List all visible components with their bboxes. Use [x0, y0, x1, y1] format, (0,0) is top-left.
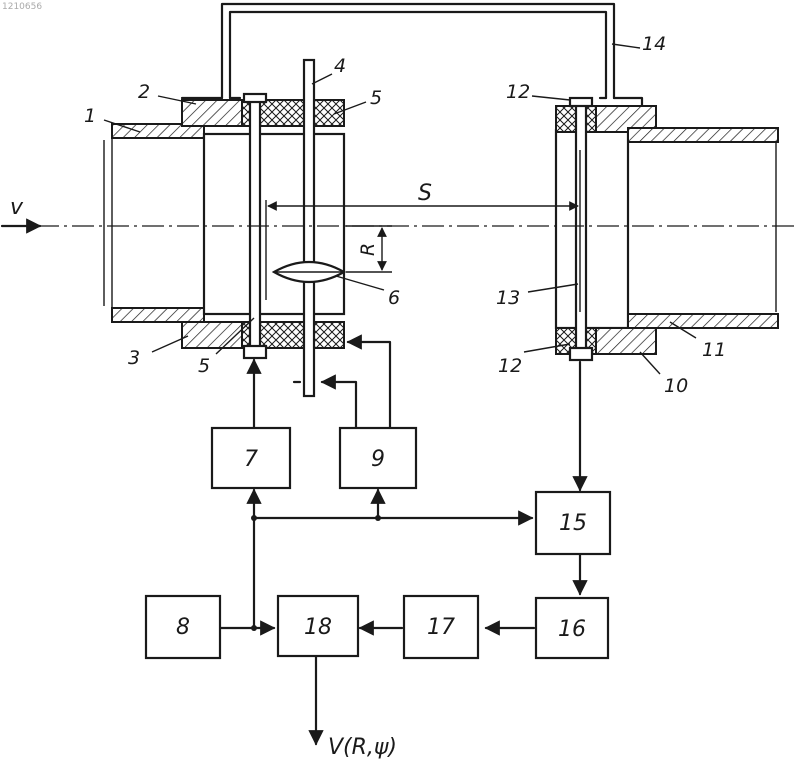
label-10: 10	[664, 375, 688, 397]
block-15: 15	[536, 492, 610, 554]
left-section-housing	[182, 100, 344, 348]
block-8: 8	[146, 596, 220, 658]
label-12-bottom: 12	[498, 355, 522, 377]
label-1: 1	[84, 105, 96, 127]
block-15-label: 15	[559, 511, 587, 536]
block-18-label: 18	[304, 615, 332, 640]
block-16: 16	[536, 598, 608, 658]
block-16-label: 16	[558, 617, 586, 642]
block-9-label: 9	[371, 447, 385, 472]
label-4: 4	[334, 55, 346, 77]
block-18: 18	[278, 596, 358, 656]
inlet-pipe-1	[104, 124, 204, 322]
block-7-label: 7	[244, 447, 258, 472]
label-12-top: 12	[506, 81, 530, 103]
label-3: 3	[128, 347, 140, 369]
radius-symbol: R	[357, 243, 379, 256]
label-14: 14	[642, 33, 666, 55]
block-17: 17	[404, 596, 478, 658]
block-17-label: 17	[427, 615, 455, 640]
signal-lines	[220, 342, 580, 744]
output-symbol: V(R,ψ)	[328, 735, 397, 760]
label-13: 13	[496, 287, 520, 309]
label-5-top: 5	[370, 87, 382, 109]
flow-symbol: v	[10, 195, 24, 220]
outlet-pipe-11	[628, 128, 778, 328]
label-11: 11	[702, 339, 726, 361]
distance-symbol: S	[418, 181, 432, 206]
watermark-text: 1210656	[2, 2, 42, 12]
block-9: 9	[340, 428, 416, 488]
block-7: 7	[212, 428, 290, 488]
block-8-label: 8	[176, 615, 190, 640]
label-5-bottom: 5	[198, 355, 210, 377]
label-6: 6	[388, 287, 400, 309]
label-2: 2	[138, 81, 150, 103]
connector-14	[182, 4, 642, 106]
